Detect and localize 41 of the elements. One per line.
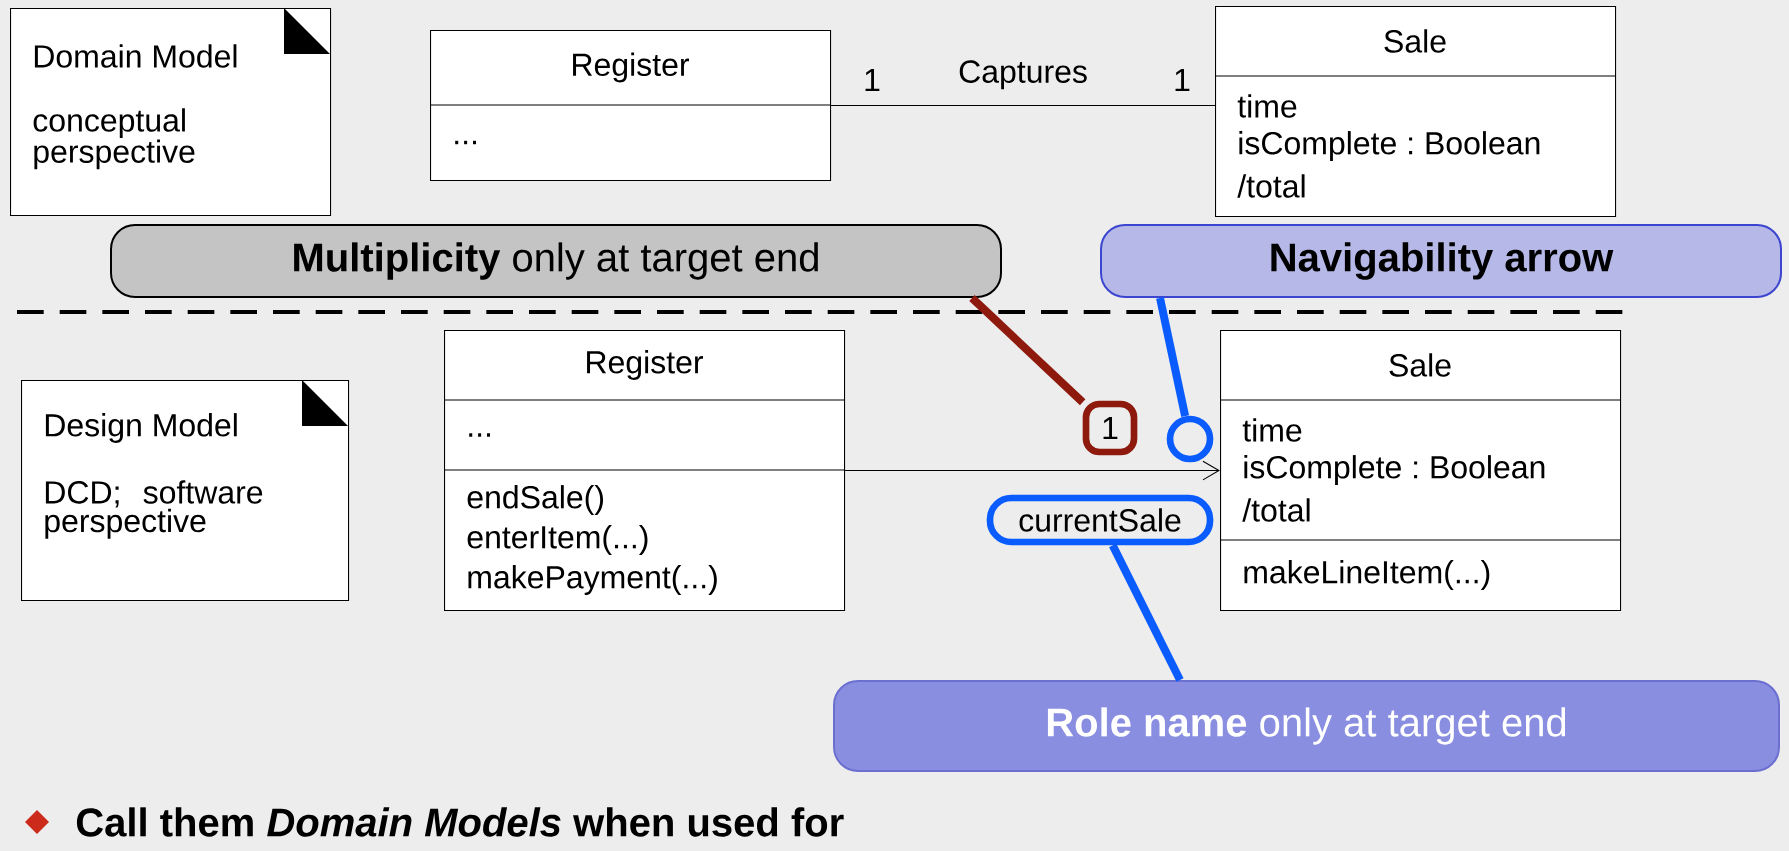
note-text: DCD; software perspective <box>45 480 263 539</box>
class-name: Register <box>573 52 690 83</box>
association-line <box>844 460 1220 481</box>
attribute: time <box>1237 94 1297 118</box>
highlight-box: currentSale <box>986 494 1214 546</box>
note-box <box>21 380 350 602</box>
leader-line <box>969 295 1086 406</box>
class-box <box>1214 6 1617 218</box>
attribute: /total <box>1237 174 1305 198</box>
attribute: isComplete : Boolean <box>1244 455 1545 485</box>
callout-box: Multiplicity only at target end <box>110 224 1002 298</box>
class-name: Sale <box>1389 353 1451 377</box>
highlight-box: 1 <box>1082 400 1138 456</box>
edge-label: Captures <box>955 57 1091 92</box>
operation: makePayment(...) <box>468 565 717 595</box>
highlight-circle <box>1166 415 1214 463</box>
leader-line <box>1109 543 1184 682</box>
multiplicity-label: 1 <box>865 69 880 91</box>
bullet-text: Call them Domain Models when used for <box>76 807 844 837</box>
note-box <box>10 8 332 217</box>
multiplicity-label: 1 <box>1175 69 1190 91</box>
attribute: isComplete : Boolean <box>1239 131 1540 161</box>
callout-box: Navigability arrow <box>1100 224 1782 298</box>
class-box <box>1219 330 1622 612</box>
operation: makeLineItem(...) <box>1244 560 1490 590</box>
class-name: Register <box>587 350 704 380</box>
note-title: Domain Model <box>34 44 237 68</box>
note-text: conceptual perspective <box>33 108 195 170</box>
class-name: Sale <box>1384 29 1446 53</box>
class-box <box>429 30 832 182</box>
class-box <box>443 330 846 612</box>
callout-box: Role name only at target end <box>833 680 1780 772</box>
operation: enterItem(...) <box>467 525 648 555</box>
attribute: /total <box>1242 498 1310 522</box>
association-line <box>830 105 1216 107</box>
attribute: ... <box>455 140 477 145</box>
note-title: Design Model <box>45 413 237 443</box>
attribute: time <box>1242 418 1302 442</box>
attribute: ... <box>469 433 491 437</box>
leader-line <box>1156 297 1190 418</box>
operation: endSale() <box>467 485 603 515</box>
